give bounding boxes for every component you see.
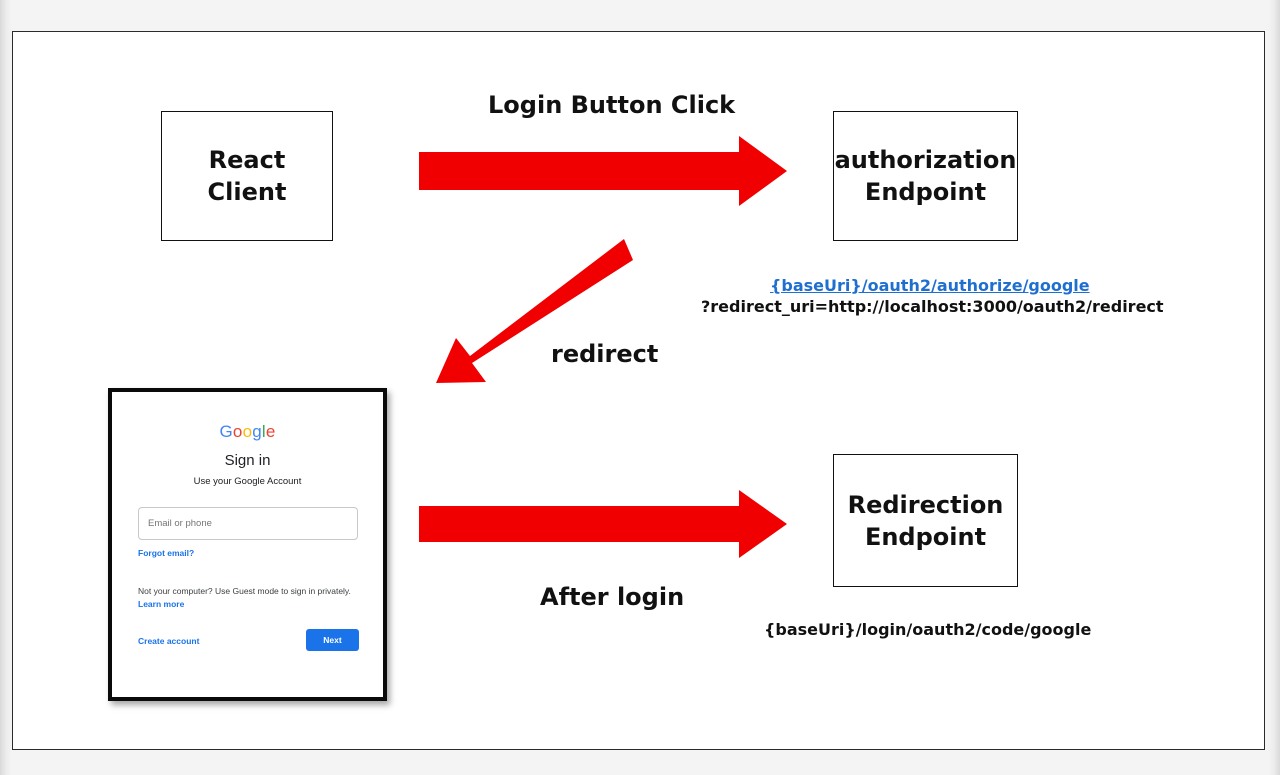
arrow-login-to-authorization	[419, 136, 787, 206]
react-client-box: React Client	[161, 111, 333, 241]
signin-title: Sign in	[224, 452, 271, 469]
authorize-uri-link[interactable]: {baseUri}/oauth2/authorize/google	[770, 276, 1090, 295]
google-signin-screenshot: Google Sign in Use your Google Account F…	[108, 388, 387, 701]
react-client-label: React Client	[207, 146, 287, 206]
forgot-email-link[interactable]: Forgot email?	[138, 548, 195, 558]
next-button[interactable]: Next	[306, 629, 359, 651]
edge-label-after-login: After login	[540, 583, 685, 611]
redirection-endpoint-box: Redirection Endpoint	[833, 454, 1018, 587]
redirect-uri-param: ?redirect_uri=http://localhost:3000/oaut…	[701, 297, 1164, 316]
learn-more-link[interactable]: Learn more	[138, 599, 185, 609]
arrow-authorization-to-google	[436, 239, 633, 383]
edge-label-redirect: redirect	[551, 340, 659, 368]
google-logo: Google	[219, 422, 276, 441]
callback-uri: {baseUri}/login/oauth2/code/google	[764, 620, 1092, 639]
redirection-endpoint-label: Redirection Endpoint	[847, 490, 1004, 551]
signin-subtitle: Use your Google Account	[193, 476, 302, 487]
authorization-endpoint-label: authorization Endpoint	[834, 146, 1017, 206]
authorization-endpoint-box: authorization Endpoint	[833, 111, 1018, 241]
arrow-google-to-redirection	[419, 490, 787, 558]
edge-label-login-button-click: Login Button Click	[488, 91, 736, 119]
guest-mode-note: Not your computer? Use Guest mode to sig…	[138, 586, 351, 596]
email-field[interactable]	[138, 507, 358, 540]
create-account-link[interactable]: Create account	[138, 636, 200, 646]
